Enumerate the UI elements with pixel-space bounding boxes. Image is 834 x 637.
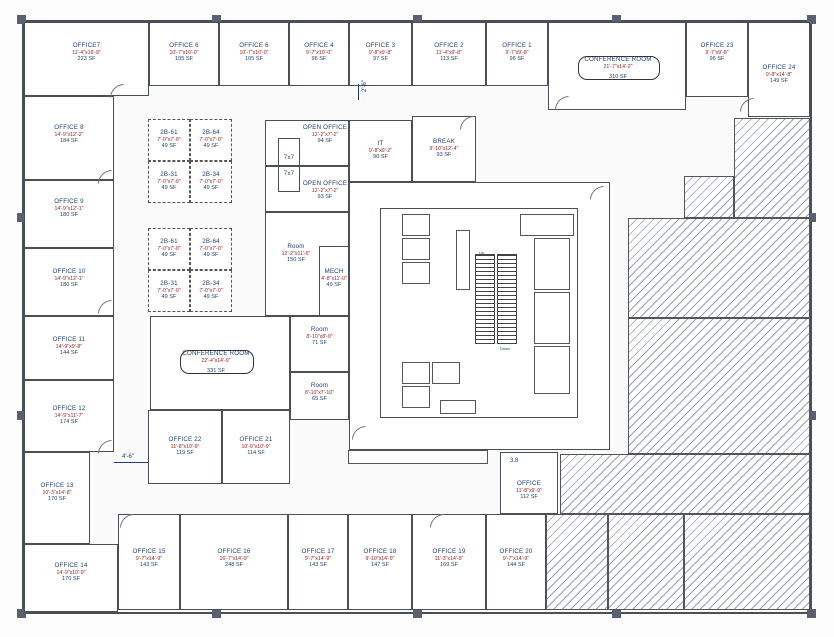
workstation — [190, 161, 232, 203]
column — [612, 15, 621, 24]
office-8 — [24, 96, 114, 180]
toilet-stall — [402, 214, 430, 236]
office-7 — [24, 22, 149, 96]
office-3 — [349, 22, 412, 86]
door-swing — [98, 440, 112, 454]
office-6b — [219, 22, 289, 86]
office-16 — [180, 514, 288, 610]
office-9 — [24, 180, 114, 248]
hatched-area — [684, 514, 810, 610]
office-1 — [486, 22, 548, 86]
workstation — [148, 161, 190, 203]
column — [807, 213, 816, 222]
column — [212, 609, 221, 618]
office-20 — [486, 514, 546, 610]
door-swing — [98, 300, 112, 314]
office-11 — [24, 316, 114, 380]
hatched-area — [546, 514, 608, 610]
dimension-line — [114, 462, 148, 463]
column — [17, 15, 26, 24]
elevator-shaft — [520, 214, 574, 236]
office-12 — [24, 380, 114, 452]
office-6a — [149, 22, 219, 86]
toilet-stall — [402, 238, 430, 260]
conference-table — [180, 350, 254, 374]
office-22 — [148, 410, 222, 484]
hatched-area — [608, 514, 684, 610]
room-71 — [290, 316, 349, 372]
workstation — [190, 270, 232, 312]
office-2 — [412, 22, 486, 86]
door-swing — [98, 170, 112, 184]
office-10 — [24, 248, 114, 316]
workstation — [148, 228, 190, 270]
office-14 — [24, 544, 118, 612]
elevator — [534, 292, 570, 344]
office-24 — [748, 22, 810, 117]
office-21 — [222, 410, 290, 484]
stair-up-label: Up — [479, 250, 485, 255]
door-swing — [555, 96, 569, 110]
office-15 — [118, 514, 180, 610]
dimension-label: 2'-6" — [362, 80, 368, 92]
workstation — [148, 119, 190, 161]
toilet-stall — [432, 362, 460, 384]
stair-down-label: Down — [500, 346, 511, 351]
door-swing — [352, 426, 366, 440]
toilet-stall — [402, 262, 430, 284]
dimension-line — [358, 84, 359, 100]
workstation — [190, 119, 232, 161]
conference-table — [578, 56, 660, 80]
toilet-stall — [402, 362, 430, 384]
workstation-box-7x7 — [278, 138, 300, 166]
column — [413, 609, 422, 618]
workstation — [148, 270, 190, 312]
column — [17, 411, 26, 420]
door-swing — [460, 116, 474, 130]
workstation — [190, 228, 232, 270]
hatched-area — [734, 118, 810, 218]
elevator — [534, 346, 570, 394]
tag-label: 3.8 — [510, 458, 519, 464]
office-17 — [288, 514, 348, 610]
toilet-stall — [402, 386, 430, 408]
it-room — [349, 120, 412, 182]
column — [17, 609, 26, 618]
column — [413, 15, 422, 24]
hatched-area — [628, 218, 810, 318]
column — [17, 213, 26, 222]
hatched-area — [628, 318, 810, 454]
column — [807, 609, 816, 618]
elevator — [534, 238, 570, 290]
sink-counter — [440, 400, 476, 414]
door-swing — [110, 84, 124, 98]
workstation-box-7x7 — [278, 166, 300, 192]
stairs — [497, 254, 517, 344]
column — [612, 609, 621, 618]
office-19 — [412, 514, 486, 610]
column — [807, 15, 816, 24]
door-swing — [120, 514, 134, 528]
sink-counter — [456, 230, 470, 290]
door-swing — [430, 514, 444, 528]
door-swing — [590, 186, 604, 200]
office-small — [500, 452, 558, 514]
room-65 — [290, 372, 349, 420]
office-13 — [24, 452, 90, 544]
office-18 — [348, 514, 412, 610]
office-23 — [686, 22, 748, 97]
lobby-counter — [348, 450, 488, 464]
dimension-label: 4'-6" — [122, 454, 134, 460]
door-swing — [740, 98, 754, 112]
hatched-area — [684, 176, 734, 218]
column — [807, 411, 816, 420]
column — [212, 15, 221, 24]
hatched-area — [560, 454, 810, 514]
mech-room — [319, 246, 349, 316]
stairs — [475, 254, 495, 344]
office-4 — [289, 22, 349, 86]
